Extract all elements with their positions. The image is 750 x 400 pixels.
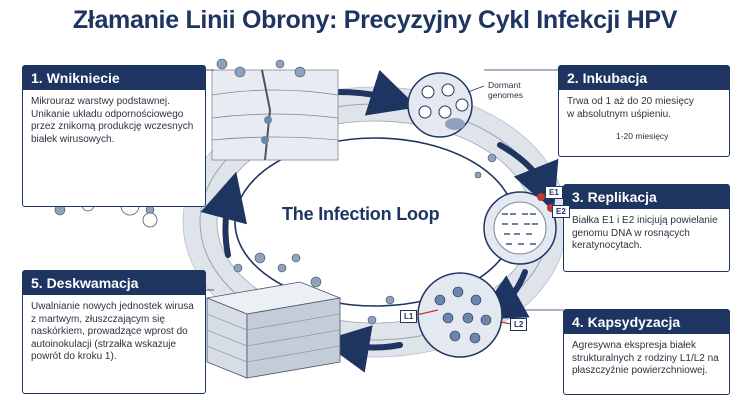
step-3-body: Białka E1 i E2 inicjują powielanie genom… xyxy=(572,215,718,251)
replication-cell xyxy=(483,191,557,265)
incubation-scale-label: 1-20 miesięcy xyxy=(616,131,669,141)
step-1-body: Mikrouraz warstwy podstawnej. Unikanie u… xyxy=(31,96,194,145)
l2-label: L2 xyxy=(510,318,528,331)
page-title: Złamanie Linii Obrony: Precyzyjny Cykl I… xyxy=(72,6,678,34)
step-box-kapsydyzacja: 4. Kapsydyzacja Agresywna ekspresja biał… xyxy=(563,309,730,395)
step-2-body: Trwa od 1 aż do 20 miesięcy w absolutnym… xyxy=(567,96,694,120)
step-box-deskwamacja: 5. Deskwamacja Uwalnianie nowych jednost… xyxy=(22,270,206,394)
step-5-header: 5. Deskwamacja xyxy=(23,271,205,295)
step-4-body: Agresywna ekspresja białek strukturalnyc… xyxy=(572,340,719,376)
step-box-wnikniecie: 1. Wnikniecie Mikrouraz warstwy podstawn… xyxy=(22,65,206,207)
step-box-inkubacja: 2. Inkubacja Trwa od 1 aż do 20 miesięcy… xyxy=(558,65,730,157)
e1-label: E1 xyxy=(545,186,563,199)
tissue-block xyxy=(205,281,342,379)
step-2-header: 2. Inkubacja xyxy=(559,66,729,90)
dormant-genomes-label: Dormant genomes xyxy=(488,80,523,100)
l1-label: L1 xyxy=(400,310,418,323)
capsid-cell xyxy=(411,272,513,358)
center-loop-label: The Infection Loop xyxy=(282,204,440,224)
cycle-arrows xyxy=(200,69,559,373)
step-1-header: 1. Wnikniecie xyxy=(23,66,205,90)
step-4-header: 4. Kapsydyzacja xyxy=(564,310,729,334)
e2-label: E2 xyxy=(552,205,570,218)
step-5-body: Uwalnianie nowych jednostek wirusa z mar… xyxy=(31,301,194,362)
step-box-replikacja: 3. Replikacja Białka E1 i E2 inicjują po… xyxy=(563,184,730,272)
dormant-cell xyxy=(407,72,485,138)
skin-layer-illustration xyxy=(211,69,339,161)
step-3-header: 3. Replikacja xyxy=(564,185,729,209)
